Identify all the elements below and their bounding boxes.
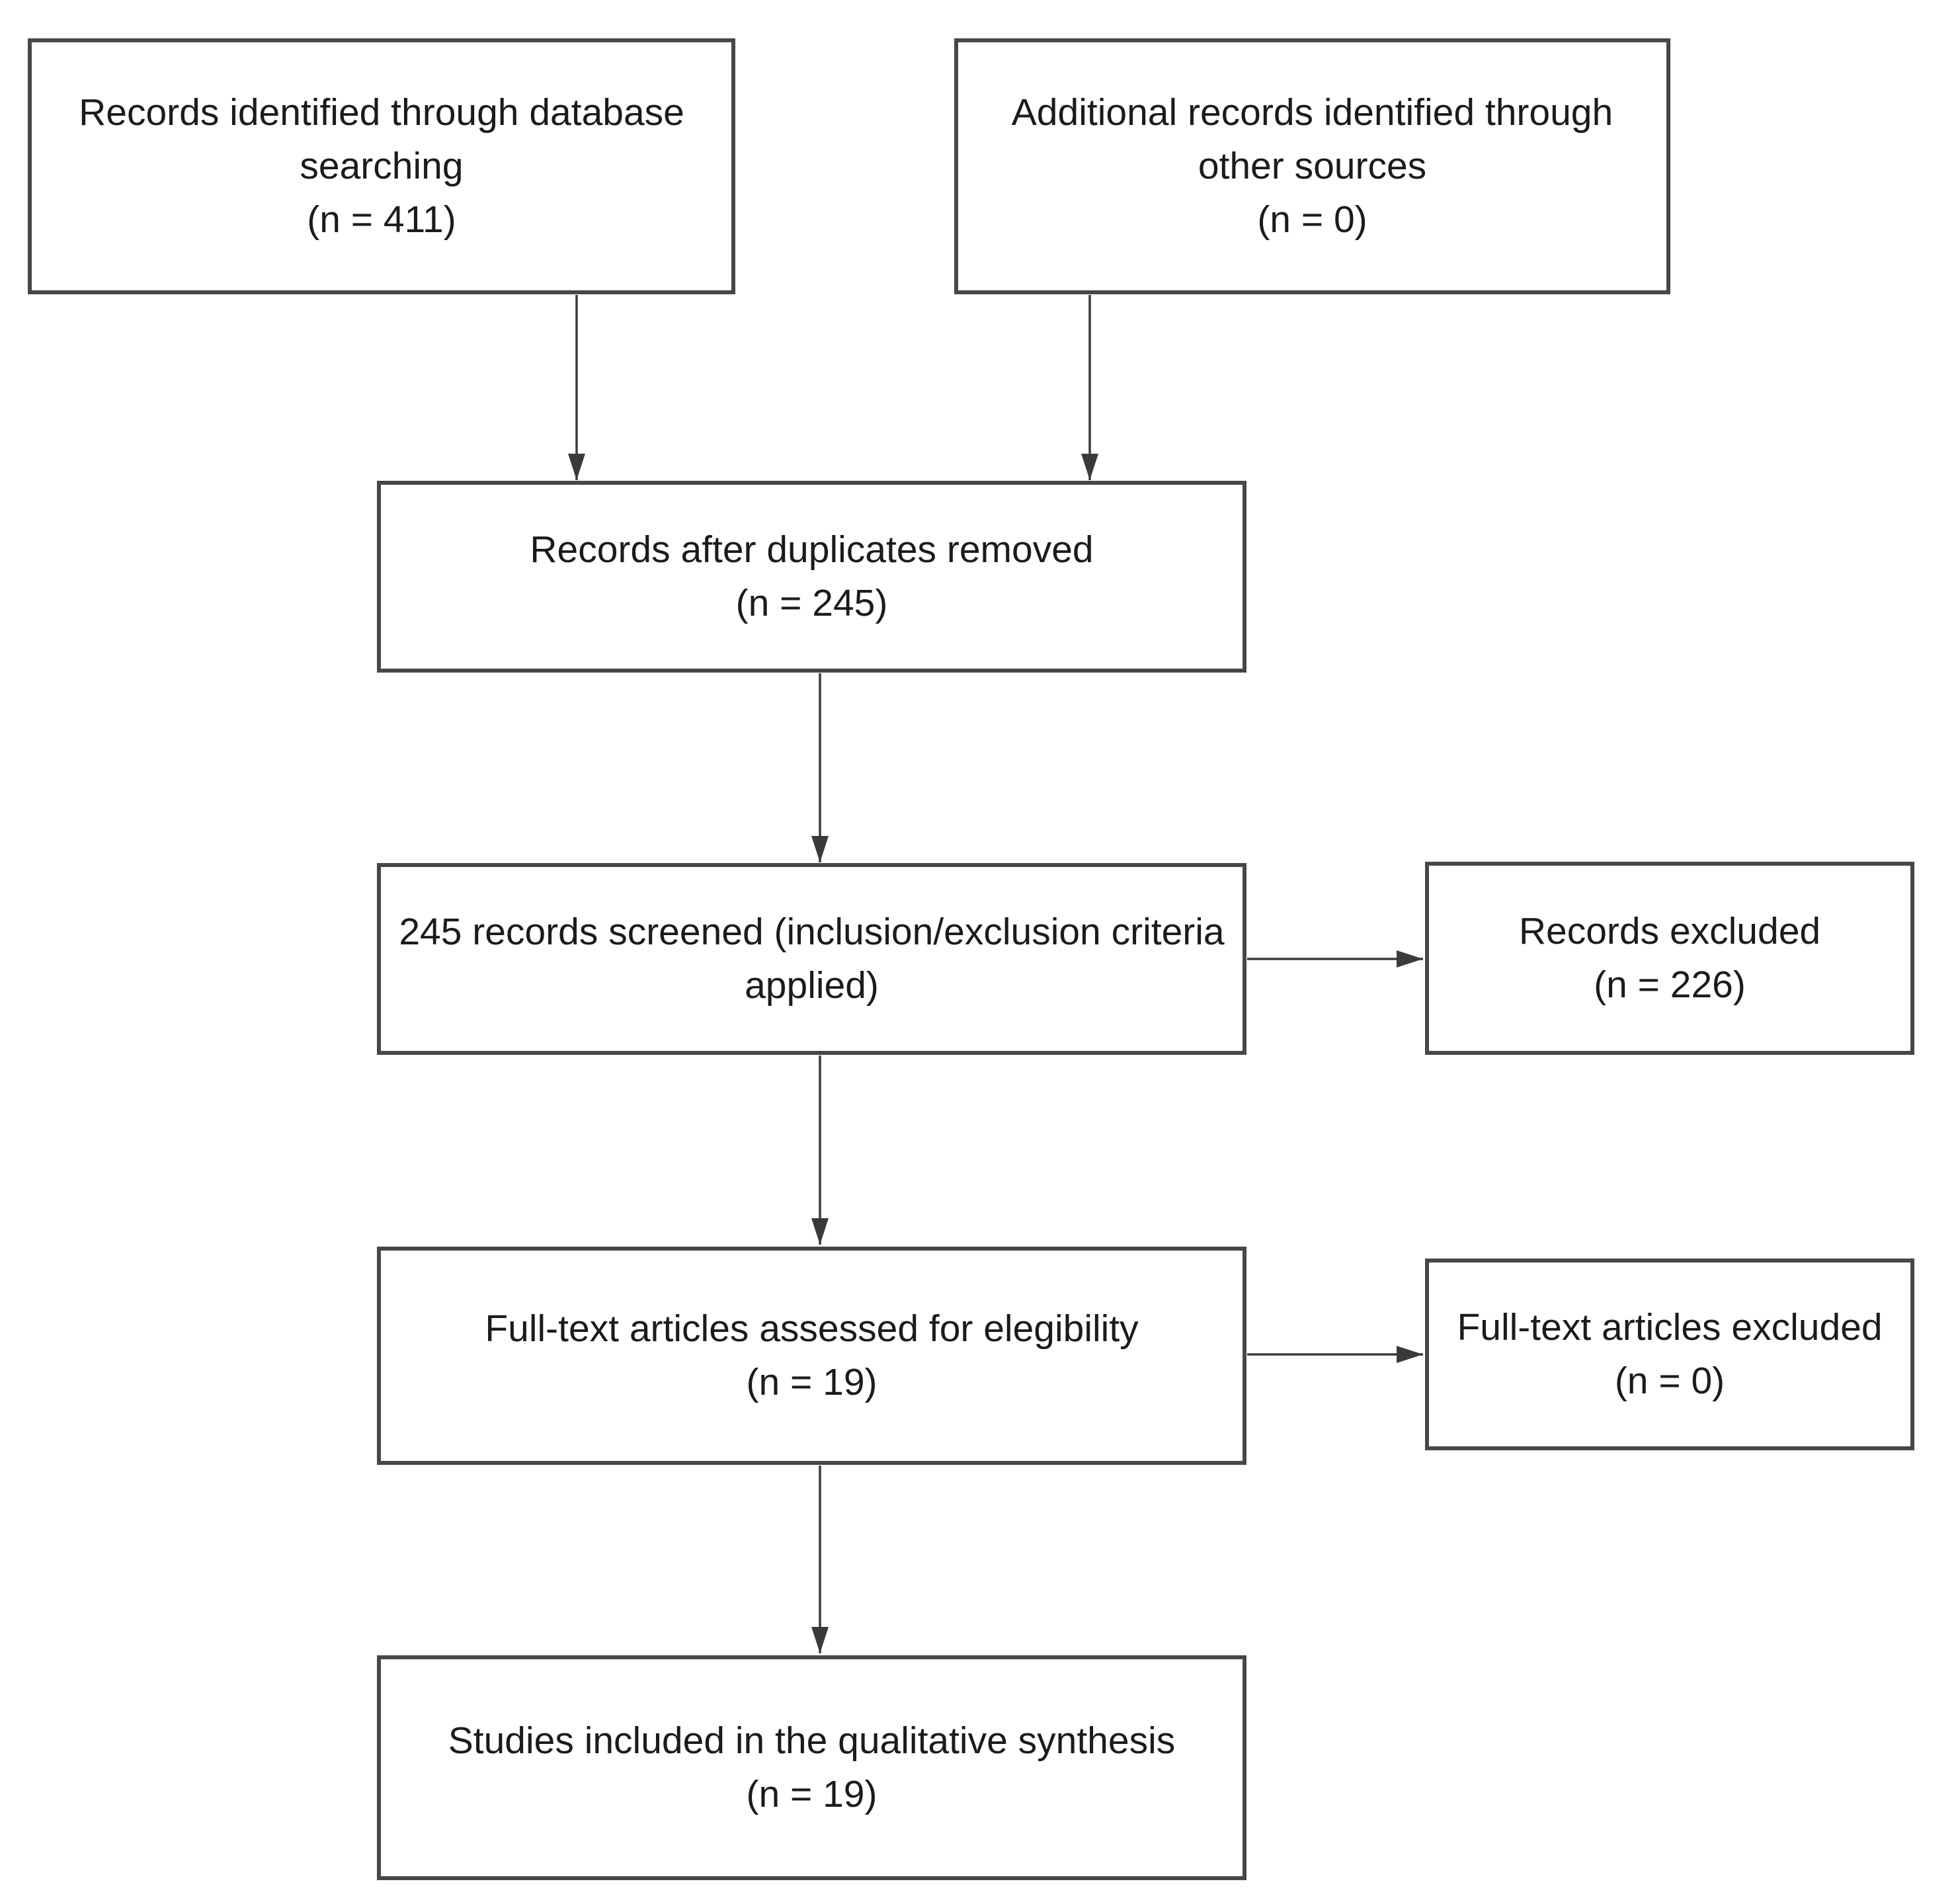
node-records-excluded-label: Records excluded (n = 226) <box>1518 910 1821 1006</box>
node-fulltext-assessed-label: Full-text articles assessed for elegibil… <box>485 1307 1139 1403</box>
node-duplicates-removed: Records after duplicates removed (n = 24… <box>377 481 1246 673</box>
node-additional-records-label: Additional records identified through ot… <box>1011 91 1613 241</box>
node-duplicates-removed-label: Records after duplicates removed (n = 24… <box>530 528 1094 624</box>
node-studies-included: Studies included in the qualitative synt… <box>377 1655 1246 1880</box>
node-fulltext-assessed: Full-text articles assessed for elegibil… <box>377 1247 1246 1465</box>
node-records-identified: Records identified through database sear… <box>28 38 735 294</box>
node-additional-records: Additional records identified through ot… <box>954 38 1670 294</box>
node-records-excluded: Records excluded (n = 226) <box>1425 862 1914 1055</box>
node-fulltext-excluded-label: Full-text articles excluded (n = 0) <box>1457 1306 1883 1402</box>
node-fulltext-excluded: Full-text articles excluded (n = 0) <box>1425 1259 1914 1450</box>
node-studies-included-label: Studies included in the qualitative synt… <box>448 1719 1176 1815</box>
node-records-screened: 245 records screened (inclusion/exclusio… <box>377 863 1246 1055</box>
node-records-screened-label: 245 records screened (inclusion/exclusio… <box>399 911 1225 1007</box>
node-records-identified-label: Records identified through database sear… <box>79 91 684 241</box>
